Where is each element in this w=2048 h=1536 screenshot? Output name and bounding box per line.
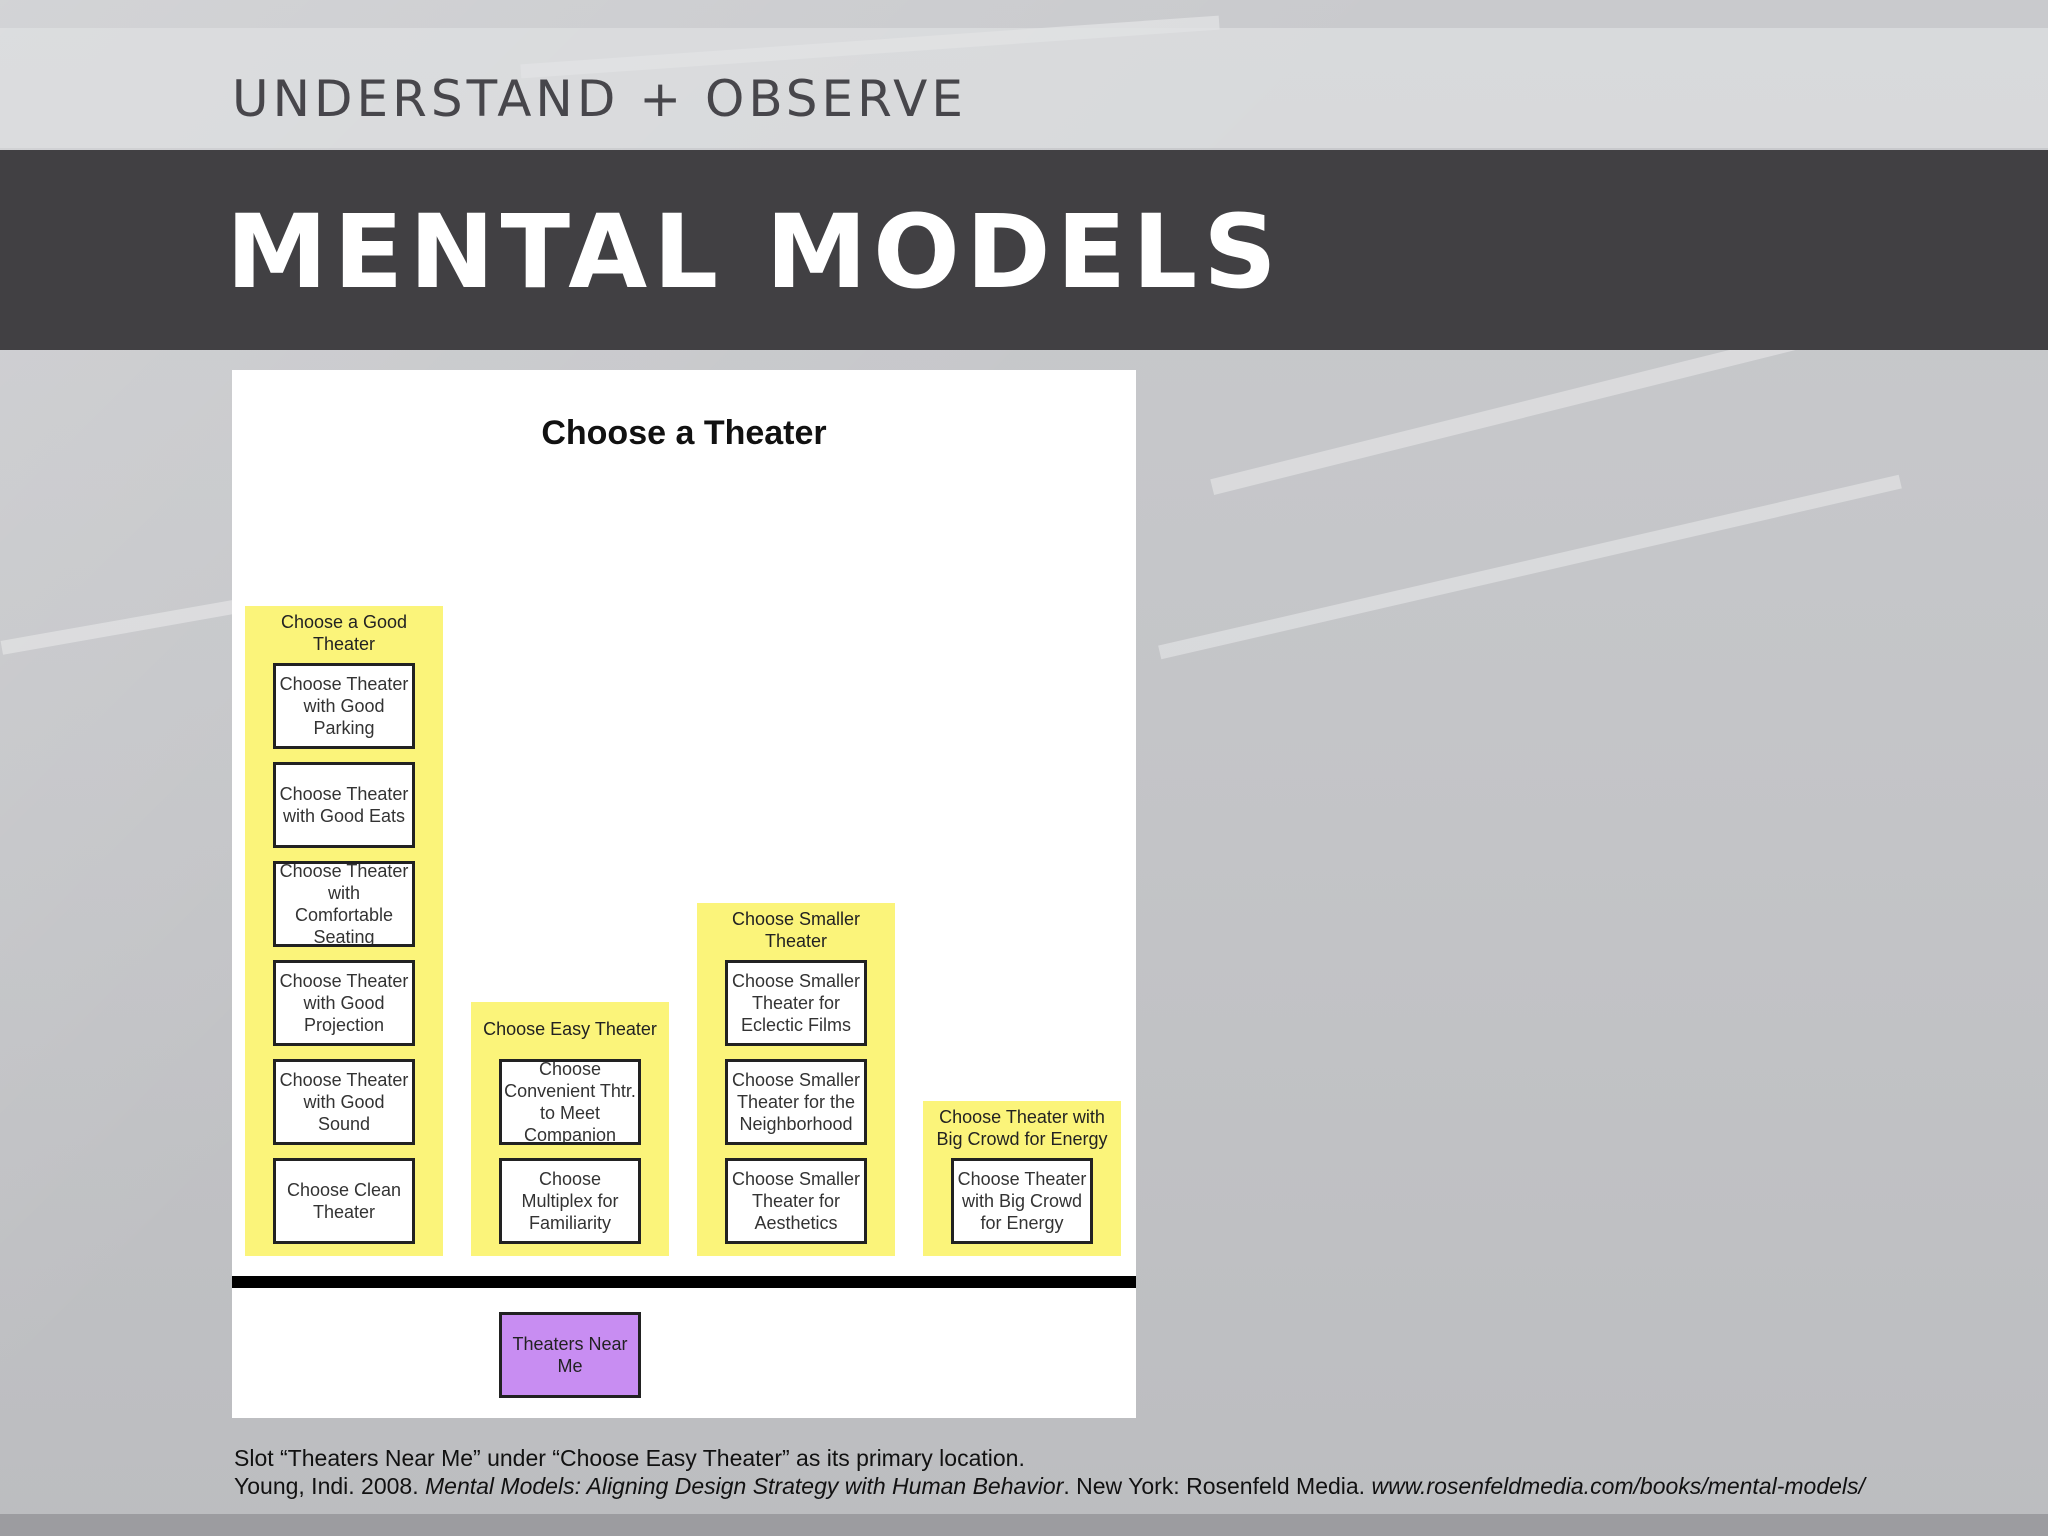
- task-box: Choose Theater with Good Projection: [273, 960, 415, 1046]
- task-box: Choose Theater with Big Crowd for Energy: [951, 1158, 1093, 1244]
- slide-title: MENTAL MODELS: [226, 193, 1283, 312]
- tower-label: Choose Theater with Big Crowd for Energy: [936, 1107, 1108, 1149]
- task-box: Choose Smaller Theater for the Neighborh…: [725, 1059, 867, 1145]
- task-box: Choose Theater with Good Eats: [273, 762, 415, 848]
- tower-label: Choose Easy Theater: [483, 1019, 657, 1039]
- task-box: Choose Clean Theater: [273, 1158, 415, 1244]
- diagram-title: Choose a Theater: [541, 414, 827, 452]
- eyebrow-band: [0, 28, 2048, 148]
- mental-model-diagram: Choose a Theater Choose a Good Theater C…: [232, 370, 1136, 1418]
- citation-book: Mental Models: Aligning Design Strategy …: [425, 1473, 1064, 1499]
- section-eyebrow: UNDERSTAND + OBSERVE: [232, 70, 967, 128]
- task-box: Choose Theater with Good Sound: [273, 1059, 415, 1145]
- diagram-caption: Slot “Theaters Near Me” under “Choose Ea…: [234, 1445, 1025, 1471]
- background-stripe: [1158, 474, 1902, 660]
- tower-label: Choose a Good Theater: [280, 612, 408, 654]
- citation-publisher: . New York: Rosenfeld Media.: [1063, 1473, 1372, 1499]
- citation-url: www.rosenfeldmedia.com/books/mental-mode…: [1371, 1473, 1865, 1499]
- diagram-baseline: [232, 1276, 1136, 1288]
- task-box: Choose Theater with Comfortable Seating: [273, 861, 415, 947]
- title-bar: MENTAL MODELS: [0, 150, 2048, 350]
- citation: Young, Indi. 2008. Mental Models: Aligni…: [234, 1472, 1865, 1500]
- task-box: Choose Theater with Good Parking: [273, 663, 415, 749]
- background-stripe: [0, 599, 240, 655]
- bottom-band: [0, 1514, 2048, 1536]
- task-box: Choose Smaller Theater for Eclectic Film…: [725, 960, 867, 1046]
- support-box-theaters-near-me: Theaters Near Me: [499, 1312, 641, 1398]
- task-box: Choose Smaller Theater for Aesthetics: [725, 1158, 867, 1244]
- task-box: Choose Multiplex for Familiarity: [499, 1158, 641, 1244]
- tower-label: Choose Smaller Theater: [731, 909, 861, 951]
- citation-author: Young, Indi. 2008.: [234, 1473, 425, 1499]
- task-box: Choose Convenient Thtr. to Meet Companio…: [499, 1059, 641, 1145]
